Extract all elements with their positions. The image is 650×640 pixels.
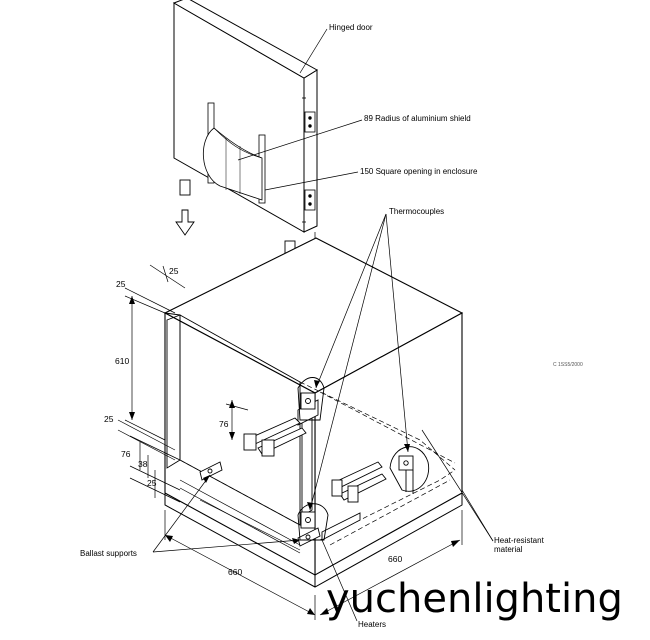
leader-arrowheads [203,380,410,544]
dim-25-top-b: 25 [169,266,179,276]
dim-25-mid: 25 [104,414,114,424]
label-heaters: Heaters [358,620,386,629]
dim-76-left: 76 [121,449,131,459]
dim-25-low: 25 [147,478,157,488]
label-hinged-door: Hinged door [329,23,373,32]
label-thermocouples: Thermocouples [389,207,444,216]
label-material: material [494,545,523,554]
heat-resistant-cutaways [297,377,430,541]
dim-38: 38 [138,459,148,469]
dim-660-right: 660 [388,554,402,564]
label-ballast-supports: Ballast supports [80,549,137,558]
dimension-arrowheads [129,296,460,615]
down-arrow-icon [175,209,195,236]
dim-660-left: 660 [228,567,242,577]
enclosure-box [163,237,464,588]
dim-76-fixture: 76 [219,419,229,429]
internal-fixture [199,392,414,547]
dimension-lines [117,264,463,620]
dim-610: 610 [115,356,129,366]
label-radius-shield: 89 Radius of aluminium shield [364,114,471,123]
hinged-door [172,0,318,233]
leader-lines [152,28,494,622]
watermark-text: yuchenlighting [326,576,623,622]
footer-code: C 1SS5/2000 [553,362,583,368]
label-heat-resistant: Heat-resistant [494,536,545,545]
label-square-opening: 150 Square opening in enclosure [360,167,478,176]
door-marker-square [179,179,191,196]
dim-25-top-a: 25 [116,279,126,289]
